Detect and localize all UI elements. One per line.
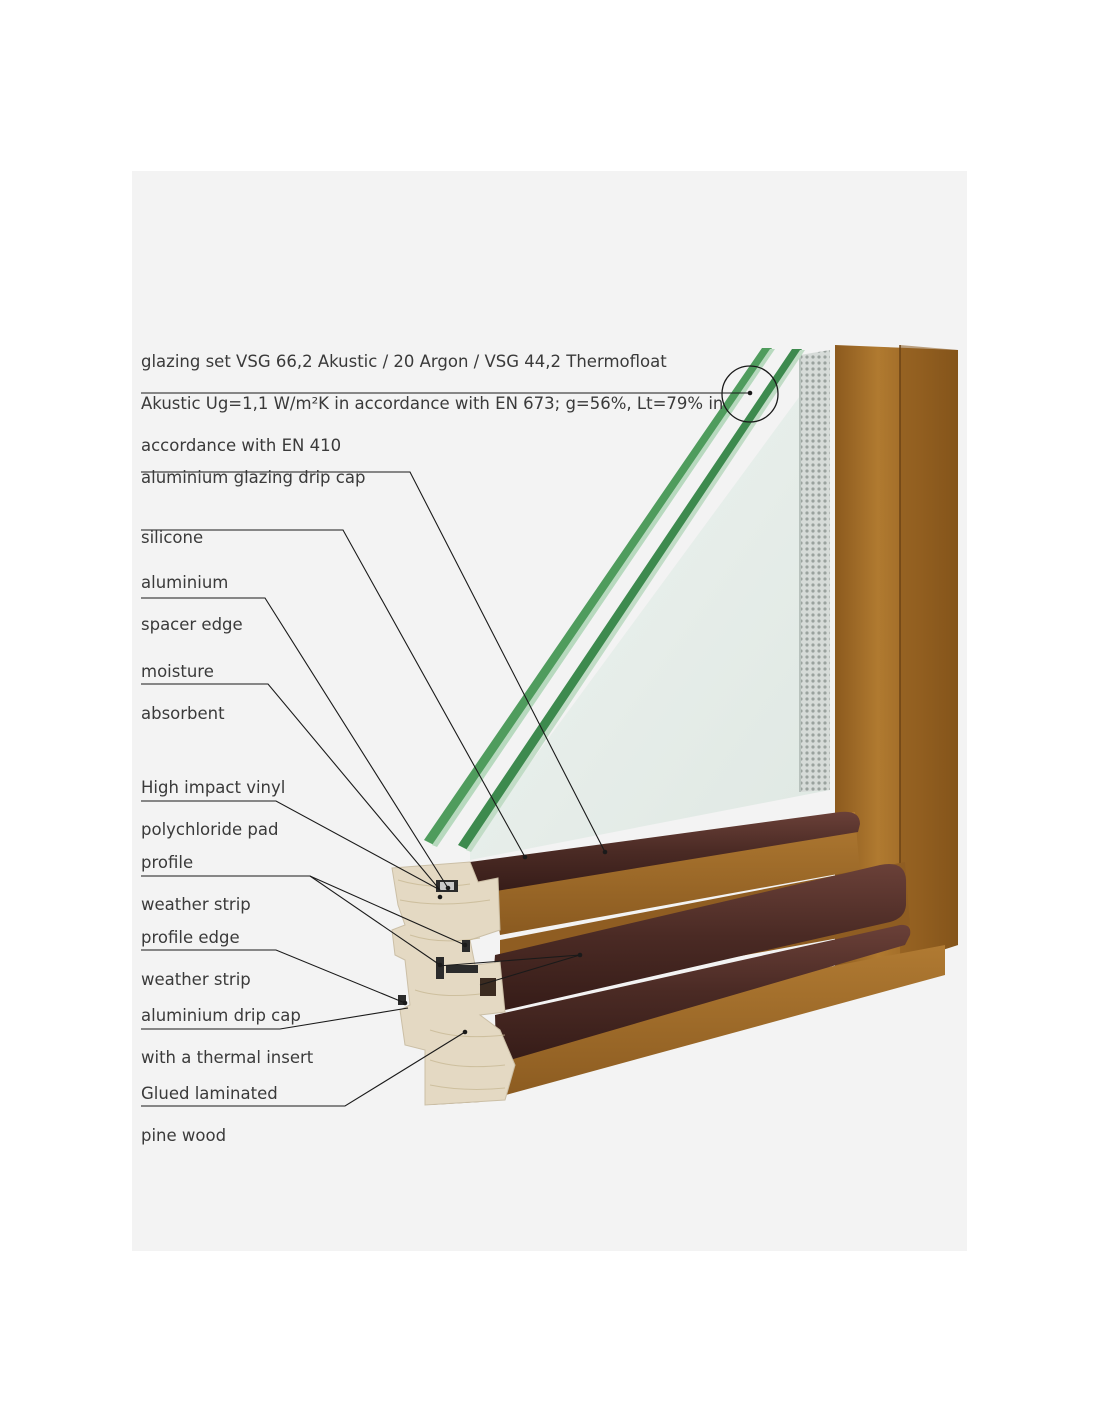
label-glazing-set: glazing set VSG 66,2 Akustic / 20 Argon … [141,352,724,455]
outer-frame [430,862,945,1105]
label-profile-weather-strip: profile weather strip [141,853,251,914]
bottom-rail [470,811,860,935]
vertical-frame [835,345,958,985]
label-silicone: silicone [141,528,204,547]
label-drip-cap: aluminium drip cap with a thermal insert [141,1006,314,1067]
leader-dots [402,390,753,1035]
label-moisture-absorbent: moisture absorbent [141,662,225,723]
pine-section [391,861,516,1106]
label-profile-edge-weather-strip: profile edge weather strip [141,928,251,989]
leader-lines [141,392,750,1107]
highlight-circle [721,365,779,423]
label-glazing-drip-cap: aluminium glazing drip cap [141,468,366,487]
label-spacer-edge: aluminium spacer edge [141,573,243,634]
glass-unit [424,348,830,860]
label-vinyl-pad: High impact vinyl polychloride pad [141,778,286,839]
label-pine-wood: Glued laminated pine wood [141,1084,278,1145]
